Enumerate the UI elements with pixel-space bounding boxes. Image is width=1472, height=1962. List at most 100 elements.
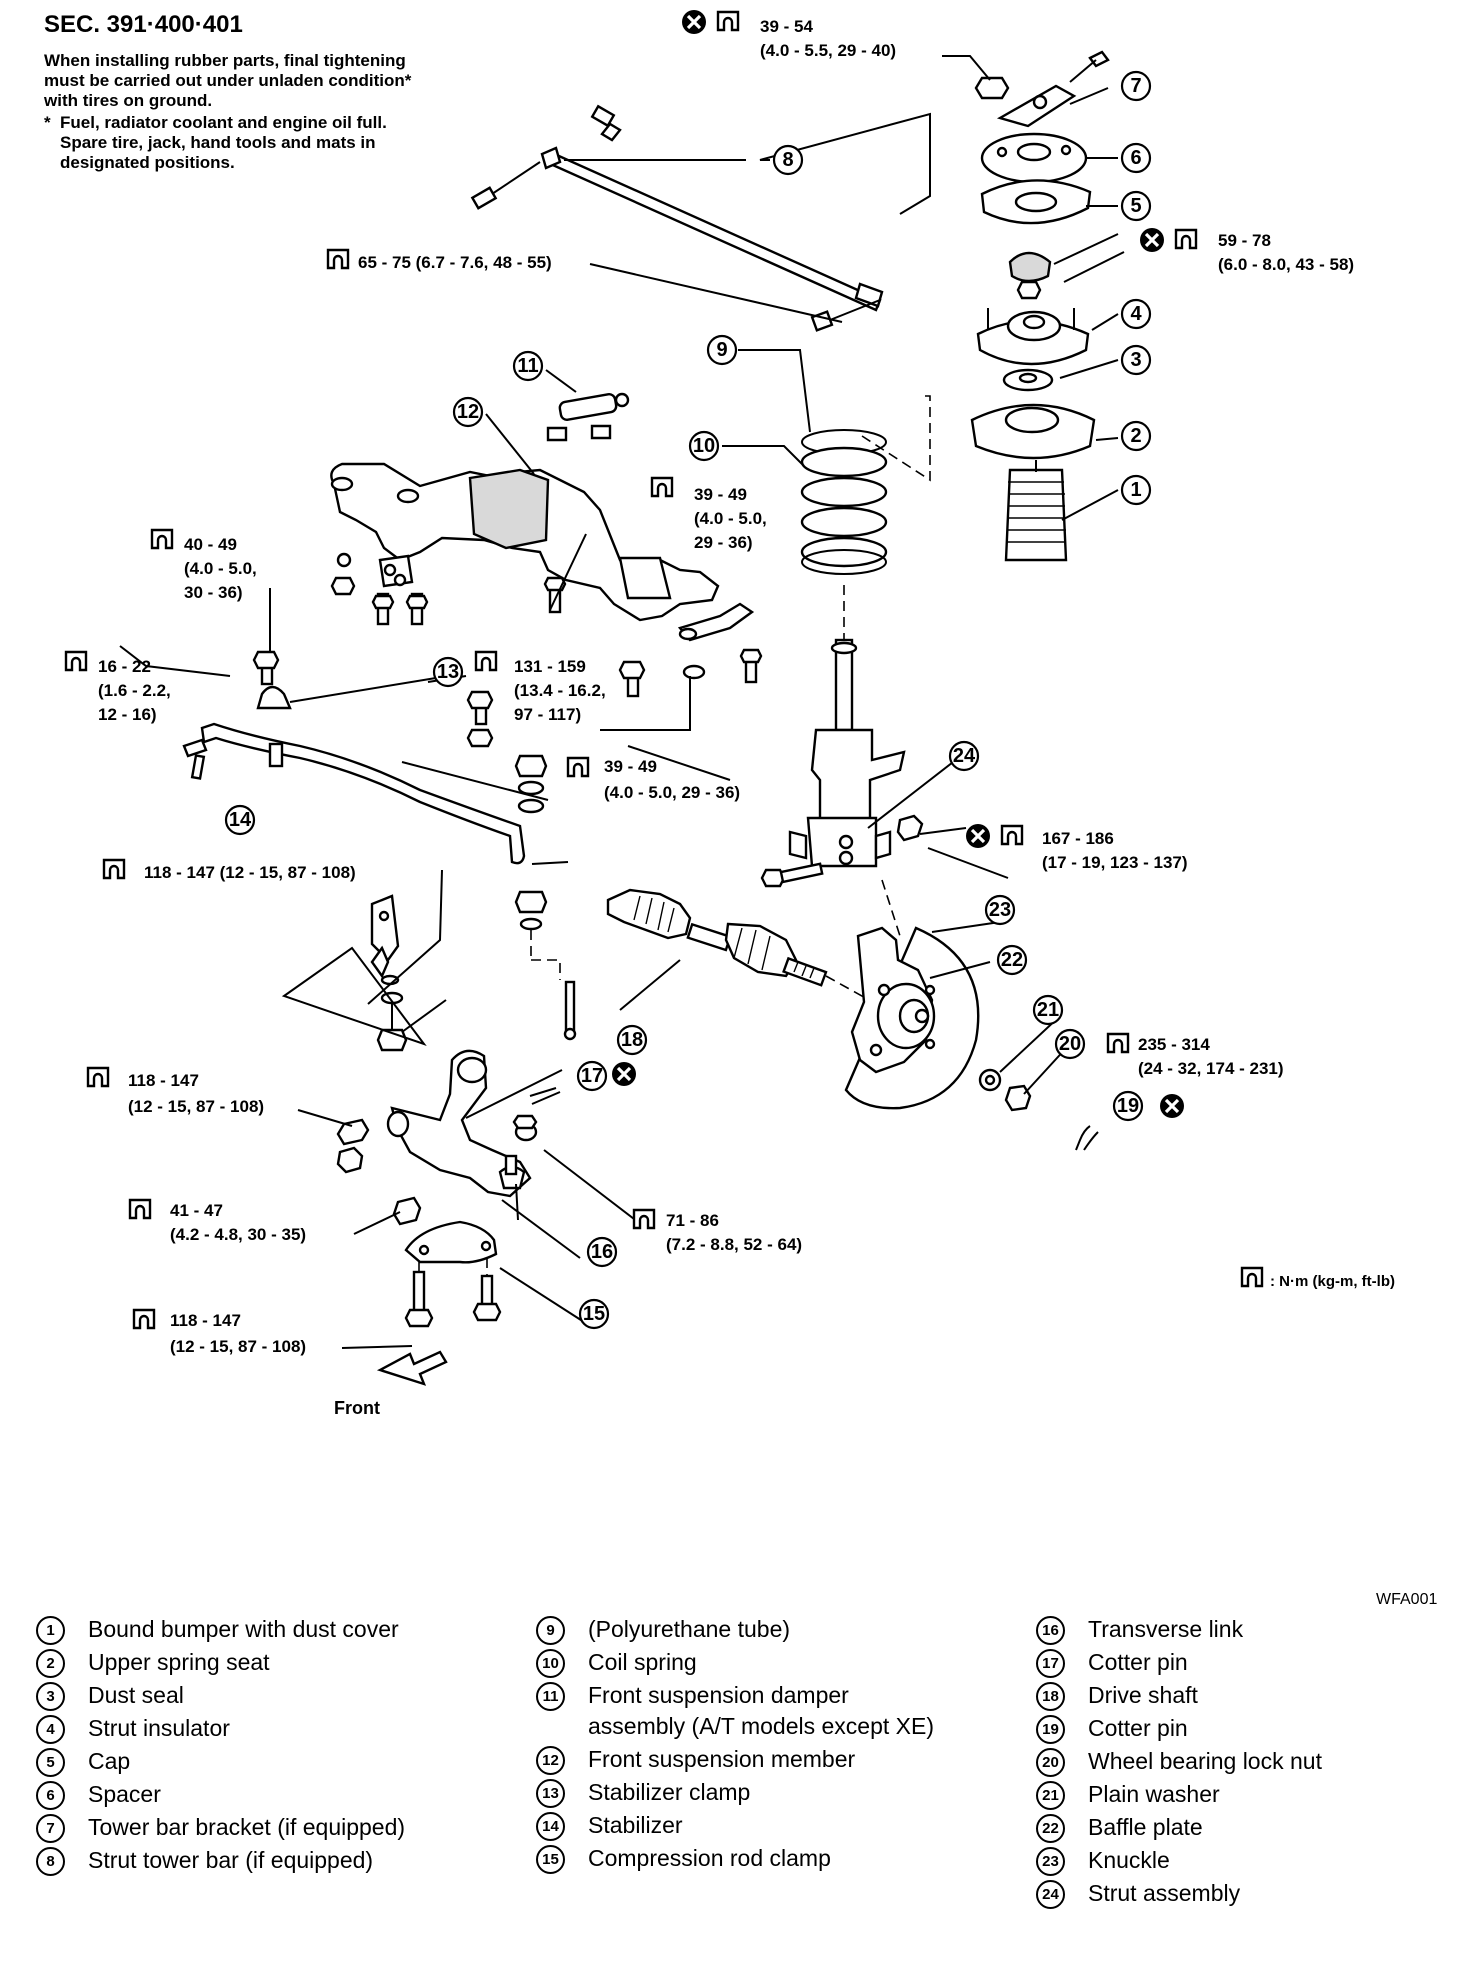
cotter-pin-19 bbox=[1075, 1125, 1099, 1151]
torque-65-75: 65 - 75 (6.7 - 7.6, 48 - 55) bbox=[326, 248, 552, 272]
compression-rod-clamp bbox=[404, 1220, 502, 1328]
figure-code: WFA001 bbox=[1376, 1591, 1437, 1608]
front-suspension-damper bbox=[546, 392, 630, 442]
callout-2: 2 bbox=[1120, 420, 1152, 452]
transverse-link-nut bbox=[336, 1146, 422, 1226]
torque-131-159: 131 - 159 (13.4 - 16.2, 97 - 117) bbox=[474, 650, 606, 724]
svg-text:: N·m (kg-m, ft-lb): : N·m (kg-m, ft-lb) bbox=[1270, 1273, 1395, 1290]
svg-text:(24 - 32, 174 - 231): (24 - 32, 174 - 231) bbox=[1138, 1059, 1284, 1078]
svg-text:10: 10 bbox=[693, 435, 715, 457]
svg-text:13: 13 bbox=[437, 661, 459, 683]
callout-1: 1 bbox=[1120, 474, 1152, 506]
callout-15: 15 bbox=[578, 1298, 610, 1330]
svg-text:29 - 36): 29 - 36) bbox=[694, 533, 753, 552]
svg-text:17: 17 bbox=[581, 1065, 603, 1087]
svg-text:7: 7 bbox=[1130, 75, 1141, 97]
cap bbox=[1008, 251, 1052, 300]
svg-text:39 - 54: 39 - 54 bbox=[760, 17, 813, 36]
drive-shaft bbox=[606, 888, 828, 987]
legend-item-9: 9(Polyurethane tube) bbox=[536, 1614, 966, 1645]
coil-spring bbox=[800, 429, 888, 575]
callout-23: 23 bbox=[984, 894, 1016, 926]
svg-text:6: 6 bbox=[1130, 147, 1141, 169]
callout-11: 11 bbox=[512, 350, 544, 382]
svg-text:235 - 314: 235 - 314 bbox=[1138, 1035, 1210, 1054]
install-note-line-2: must be carried out under unladen condit… bbox=[44, 71, 412, 90]
callout-21: 21 bbox=[1032, 994, 1064, 1026]
dust-seal bbox=[1002, 368, 1054, 392]
svg-text:2: 2 bbox=[1130, 425, 1141, 447]
torque-59-78: 59 - 78 (6.0 - 8.0, 43 - 58) bbox=[1138, 226, 1354, 274]
section-title: SEC. 391·400·401 bbox=[44, 11, 243, 38]
wheel-bearing-lock-nut bbox=[1004, 1084, 1032, 1112]
torque-40-49: 40 - 49 (4.0 - 5.0, 30 - 36) bbox=[150, 528, 257, 602]
stabilizer bbox=[182, 722, 526, 865]
svg-text:39 - 49: 39 - 49 bbox=[694, 485, 747, 504]
callout-20: 20 bbox=[1054, 1028, 1086, 1060]
svg-text:71 - 86: 71 - 86 bbox=[666, 1211, 719, 1230]
svg-text:167 - 186: 167 - 186 bbox=[1042, 829, 1114, 848]
callout-22: 22 bbox=[996, 944, 1028, 976]
svg-text:(7.2 - 8.8, 52 - 64): (7.2 - 8.8, 52 - 64) bbox=[666, 1235, 802, 1254]
callout-8: 8 bbox=[772, 144, 804, 176]
knuckle-to-strut-line bbox=[881, 879, 901, 937]
svg-text:21: 21 bbox=[1037, 999, 1059, 1021]
plain-washer bbox=[978, 1068, 1002, 1092]
strut-tower-bar bbox=[470, 104, 884, 332]
callout-4: 4 bbox=[1120, 298, 1152, 330]
replace-mark-19 bbox=[1158, 1092, 1186, 1120]
front-suspension-member bbox=[330, 462, 720, 626]
torque-39-54: 39 - 54 (4.0 - 5.5, 29 - 40) bbox=[680, 8, 896, 60]
svg-text:24: 24 bbox=[953, 745, 976, 767]
svg-text:16: 16 bbox=[591, 1241, 613, 1263]
footnote-line-3: designated positions. bbox=[60, 153, 235, 172]
spacer bbox=[980, 132, 1088, 184]
footnote-mark: * bbox=[44, 113, 51, 132]
tower-bar-bracket bbox=[996, 50, 1110, 128]
callout-5: 5 bbox=[1120, 190, 1152, 222]
leader-lines bbox=[119, 55, 1125, 1349]
torque-118-147-b: 118 - 147 (12 - 15, 87 - 108) bbox=[86, 1066, 264, 1116]
upper-spring-seat bbox=[970, 403, 1096, 460]
replace-mark-17 bbox=[610, 1060, 638, 1088]
svg-text:118 - 147: 118 - 147 bbox=[128, 1071, 199, 1090]
stabilizer-clamp-bolt bbox=[466, 690, 494, 748]
callout-12: 12 bbox=[452, 396, 484, 428]
svg-text:(12 - 15, 87 - 108): (12 - 15, 87 - 108) bbox=[170, 1337, 306, 1356]
svg-text:23: 23 bbox=[989, 899, 1011, 921]
svg-text:20: 20 bbox=[1059, 1033, 1081, 1055]
callout-24: 24 bbox=[948, 740, 980, 772]
footnote-line-1: Fuel, radiator coolant and engine oil fu… bbox=[60, 113, 387, 132]
units-note: : N·m (kg-m, ft-lb) bbox=[1240, 1266, 1395, 1290]
torque-39-49-b: 39 - 49 (4.0 - 5.0, 29 - 36) bbox=[566, 756, 740, 802]
front-label: Front bbox=[334, 1398, 380, 1418]
svg-text:1: 1 bbox=[1130, 479, 1141, 501]
front-direction-arrow bbox=[376, 1350, 448, 1386]
svg-text:(4.2 - 4.8, 30 - 35): (4.2 - 4.8, 30 - 35) bbox=[170, 1225, 306, 1244]
svg-text:97 - 117): 97 - 117) bbox=[514, 705, 581, 724]
torque-39-49-a: 39 - 49 (4.0 - 5.0, 29 - 36) bbox=[650, 476, 767, 552]
svg-text:4: 4 bbox=[1130, 303, 1142, 325]
svg-text:59 - 78: 59 - 78 bbox=[1218, 231, 1271, 250]
strut-insulator bbox=[976, 308, 1090, 366]
svg-text:14: 14 bbox=[229, 809, 252, 831]
install-note-line-3: with tires on ground. bbox=[43, 91, 212, 110]
svg-text:3: 3 bbox=[1130, 349, 1141, 371]
svg-text:30 - 36): 30 - 36) bbox=[184, 583, 243, 602]
svg-text:39 - 49: 39 - 49 bbox=[604, 757, 657, 776]
svg-text:5: 5 bbox=[1130, 195, 1141, 217]
